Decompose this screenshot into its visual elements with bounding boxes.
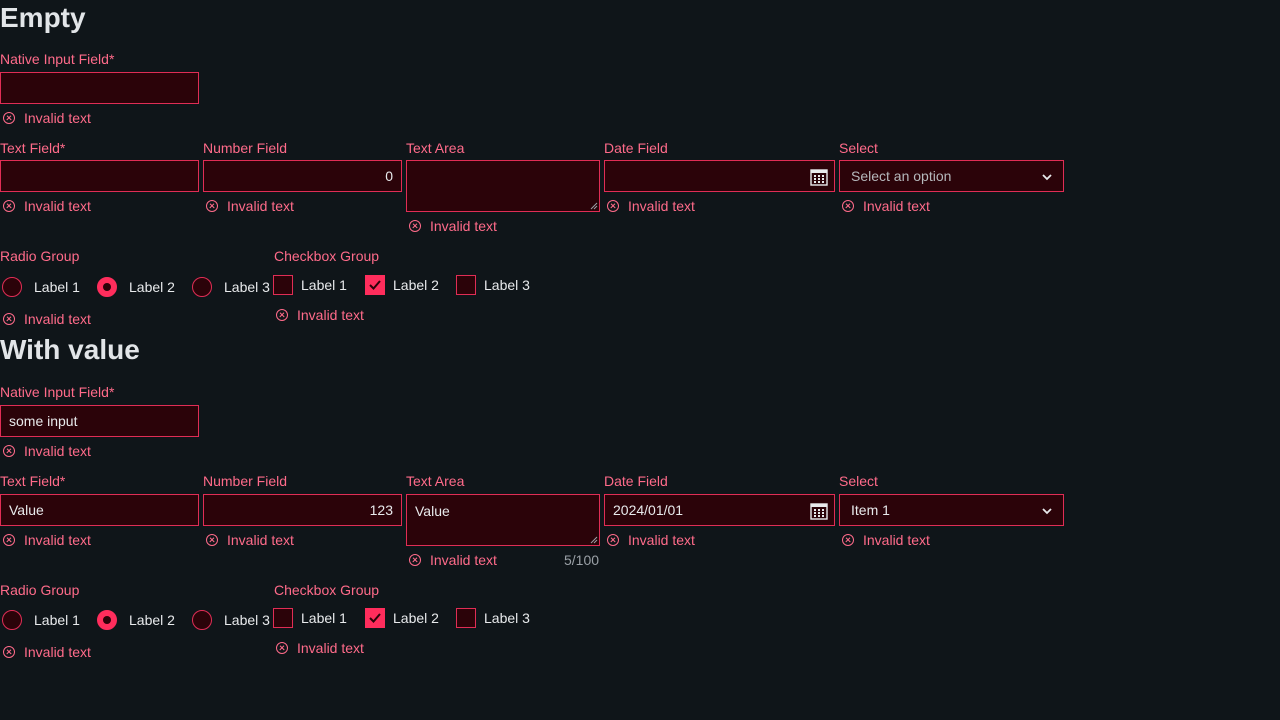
char-counter: 5/100 [564, 552, 600, 568]
text-field-label: Text Field* [0, 473, 66, 489]
radio-group-label: Radio Group [0, 248, 80, 264]
checkbox[interactable] [273, 275, 293, 295]
error-icon [276, 642, 288, 654]
text-field-error: Invalid text [0, 198, 91, 214]
text-area[interactable] [406, 160, 600, 212]
checkbox-option-3[interactable]: Label 3 [456, 275, 530, 295]
calendar-icon[interactable] [810, 502, 828, 520]
error-icon [3, 534, 15, 546]
date-value: 2024/01/01 [613, 502, 684, 518]
checkbox-option-3[interactable]: Label 3 [456, 608, 530, 628]
radio-option-3[interactable]: Label 3 [192, 277, 270, 297]
number-field-error: Invalid text [203, 198, 294, 214]
checkbox-group-error: Invalid text [273, 640, 364, 656]
radio-option-2[interactable]: Label 2 [97, 277, 175, 297]
radio-group-error: Invalid text [0, 644, 91, 660]
error-icon [3, 200, 15, 212]
radio-option-1[interactable]: Label 1 [2, 277, 80, 297]
radio-button[interactable] [2, 610, 22, 630]
native-input-field[interactable]: some input [0, 405, 199, 437]
error-icon [3, 646, 15, 658]
number-field-label: Number Field [203, 473, 288, 489]
text-area-value: Value [415, 503, 450, 519]
chevron-down-icon [1042, 508, 1052, 515]
checkbox-option-2[interactable]: Label 2 [365, 275, 439, 295]
error-icon [3, 313, 15, 325]
checkmark-icon [369, 280, 381, 290]
text-area-error: Invalid text [406, 552, 497, 568]
select-label: Select [839, 473, 878, 489]
text-field[interactable]: Value [0, 494, 199, 526]
native-input-label: Native Input Field* [0, 51, 115, 67]
select-error: Invalid text [839, 532, 930, 548]
checkbox-option-1[interactable]: Label 1 [273, 608, 347, 628]
checkbox-checked[interactable] [365, 608, 385, 628]
date-field-label: Date Field [604, 140, 668, 156]
radio-option-1[interactable]: Label 1 [2, 610, 80, 630]
select-field[interactable]: Item 1 [839, 494, 1064, 526]
select-label: Select [839, 140, 878, 156]
error-icon [409, 554, 421, 566]
date-field-error: Invalid text [604, 532, 695, 548]
checkbox[interactable] [456, 608, 476, 628]
resize-handle-icon[interactable] [590, 202, 598, 210]
checkbox-group-error: Invalid text [273, 307, 364, 323]
radio-button[interactable] [192, 277, 212, 297]
calendar-icon[interactable] [810, 168, 828, 186]
error-icon [842, 200, 854, 212]
text-area-error: Invalid text [406, 218, 497, 234]
date-field-error: Invalid text [604, 198, 695, 214]
select-field[interactable]: Select an option [839, 160, 1064, 192]
select-error: Invalid text [839, 198, 930, 214]
error-icon [607, 200, 619, 212]
checkbox-option-1[interactable]: Label 1 [273, 275, 347, 295]
date-field[interactable]: 2024/01/01 [604, 494, 835, 526]
native-input-label: Native Input Field* [0, 384, 115, 400]
date-field[interactable] [604, 160, 835, 192]
radio-group-error: Invalid text [0, 311, 91, 327]
section-heading-with-value: With value [0, 334, 140, 365]
checkbox-checked[interactable] [365, 275, 385, 295]
text-field-label: Text Field* [0, 140, 66, 156]
resize-handle-icon[interactable] [590, 536, 598, 544]
number-field[interactable]: 123 [203, 494, 402, 526]
checkbox-group-label: Checkbox Group [274, 582, 380, 598]
error-icon [842, 534, 854, 546]
error-icon [3, 112, 15, 124]
section-heading-empty: Empty [0, 2, 86, 33]
native-input-error: Invalid text [0, 110, 91, 126]
number-field-error: Invalid text [203, 532, 294, 548]
native-input-field[interactable] [0, 72, 199, 104]
text-field[interactable] [0, 160, 199, 192]
error-icon [3, 445, 15, 457]
checkbox-option-2[interactable]: Label 2 [365, 608, 439, 628]
number-field[interactable]: 0 [203, 160, 402, 192]
error-icon [206, 534, 218, 546]
radio-button-selected[interactable] [97, 277, 117, 297]
checkmark-icon [369, 613, 381, 623]
radio-group-label: Radio Group [0, 582, 80, 598]
text-field-error: Invalid text [0, 532, 91, 548]
error-icon [409, 220, 421, 232]
select-placeholder: Select an option [851, 168, 952, 184]
chevron-down-icon [1042, 174, 1052, 181]
date-field-label: Date Field [604, 473, 668, 489]
checkbox-group-label: Checkbox Group [274, 248, 380, 264]
error-icon [607, 534, 619, 546]
radio-option-3[interactable]: Label 3 [192, 610, 270, 630]
radio-button[interactable] [2, 277, 22, 297]
radio-option-2[interactable]: Label 2 [97, 610, 175, 630]
number-field-label: Number Field [203, 140, 288, 156]
native-input-error: Invalid text [0, 443, 91, 459]
text-area-label: Text Area [406, 473, 465, 489]
radio-button-selected[interactable] [97, 610, 117, 630]
radio-button[interactable] [192, 610, 212, 630]
error-icon [276, 309, 288, 321]
checkbox[interactable] [456, 275, 476, 295]
error-icon [206, 200, 218, 212]
text-area-label: Text Area [406, 140, 465, 156]
text-area[interactable]: Value [406, 494, 600, 546]
select-value: Item 1 [851, 502, 890, 518]
checkbox[interactable] [273, 608, 293, 628]
